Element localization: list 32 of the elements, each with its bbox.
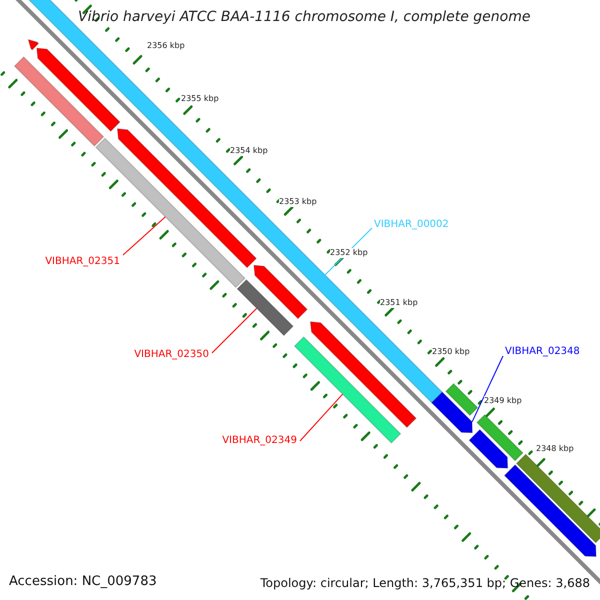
gene-block [468, 428, 508, 469]
accession-text: Accession: NC_009783 [9, 574, 157, 590]
gene-bar [445, 382, 478, 416]
tick-label: 2352 kbp [330, 248, 368, 258]
tick-label: 2355 kbp [181, 94, 219, 104]
tick-label: 2350 kbp [432, 347, 470, 357]
gene-block [310, 321, 417, 428]
genome-info-text: Topology: circular; Length: 3,765,351 bp; Genes: 3,688 [260, 576, 590, 590]
tick-label: 2348 kbp [536, 444, 574, 454]
gene-block [504, 464, 597, 558]
leader-line [122, 216, 166, 256]
gene-bar [236, 279, 294, 336]
gene-bar [14, 56, 104, 147]
gene-bar [516, 454, 600, 544]
tick-label: 2356 kbp [147, 41, 185, 51]
gene-block [431, 391, 473, 434]
leader-line [472, 356, 504, 422]
gene-label: VIBHAR_02349 [222, 435, 297, 447]
gene-label: VIBHAR_00002 [374, 219, 449, 231]
leader-line [212, 308, 258, 354]
title: Vibrio harveyi ATCC BAA-1116 chromosome I, complete genome [78, 9, 530, 26]
gene-label: VIBHAR_02350 [134, 349, 209, 361]
tick-label: 2354 kbp [230, 146, 268, 156]
gene-block [28, 38, 40, 51]
tick-label: 2349 kbp [484, 396, 522, 406]
gene-bar [476, 414, 524, 462]
tick-label: 2353 kbp [279, 197, 317, 207]
tick-label: 2351 kbp [380, 298, 418, 308]
gene-label: VIBHAR_02351 [45, 256, 120, 268]
gene-block [36, 48, 121, 132]
gene-block [253, 264, 308, 320]
gene-label: VIBHAR_02348 [505, 346, 580, 358]
